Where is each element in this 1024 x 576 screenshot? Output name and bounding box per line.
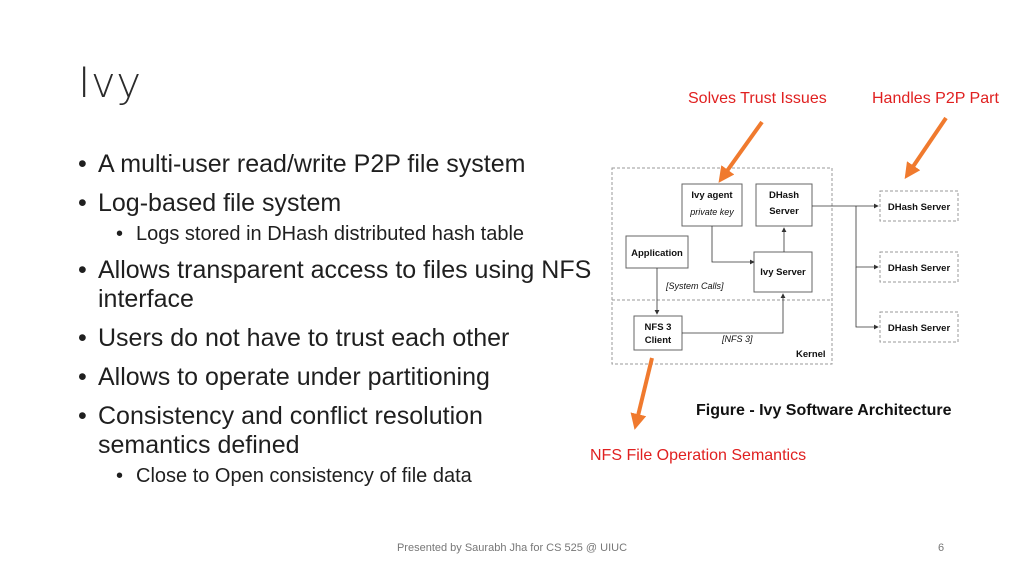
private-key-label: private key <box>689 207 734 217</box>
p2p-arrow <box>904 116 948 179</box>
ivy-agent-label: Ivy agent <box>691 190 733 201</box>
nfs-client-label-2: Client <box>645 335 672 346</box>
application-box <box>625 235 689 269</box>
bullet-list: A multi-user read/write P2P file system … <box>78 150 598 498</box>
nfs-client-box <box>633 315 683 351</box>
bullet-item: Consistency and conflict resolution sema… <box>78 402 598 460</box>
remote-dhash-box-3 <box>879 311 959 343</box>
bullet-item: Allows transparent access to files using… <box>78 256 598 314</box>
footer-text: Presented by Saurabh Jha for CS 525 @ UI… <box>396 542 628 554</box>
figure-caption: Figure - Ivy Software Architecture <box>696 402 952 419</box>
remote-dhash-box-2 <box>879 251 959 283</box>
ivy-server-box <box>753 251 813 293</box>
application-label: Application <box>631 248 683 259</box>
sub-bullet-item: Logs stored in DHash distributed hash ta… <box>78 222 598 246</box>
agent-to-server-connector <box>711 226 755 265</box>
ivy-agent-box <box>681 183 743 227</box>
nfs-to-server-connector <box>682 293 786 334</box>
bullet-item: Allows to operate under partitioning <box>78 363 598 392</box>
local-dhash-label-1: DHash <box>769 190 799 201</box>
remote-dhash-box-1 <box>879 190 959 222</box>
page-number: 6 <box>938 542 945 554</box>
remote-dhash-label-3: DHash Server <box>888 323 951 334</box>
sub-bullet-item: Close to Open consistency of file data <box>78 464 598 488</box>
dhash-link-2 <box>855 206 879 270</box>
nfs-arrow <box>630 357 654 430</box>
bullet-item: Users do not have to trust each other <box>78 324 598 353</box>
trust-arrow <box>718 120 764 183</box>
remote-dhash-label-2: DHash Server <box>888 263 951 274</box>
kernel-label: Kernel <box>796 349 826 360</box>
callout-trust: Solves Trust Issues <box>688 90 827 107</box>
callout-nfs: NFS File Operation Semantics <box>590 447 807 464</box>
local-dhash-box <box>755 183 813 227</box>
remote-dhash-label-1: DHash Server <box>888 202 951 213</box>
callout-p2p: Handles P2P Part <box>872 90 999 107</box>
bullet-item: A multi-user read/write P2P file system <box>78 150 598 179</box>
slide-title: Ivy <box>78 58 142 107</box>
ivy-server-label: Ivy Server <box>760 267 806 278</box>
dhash-link-3 <box>855 267 879 330</box>
system-calls-label: [System Calls] <box>665 281 724 291</box>
nfs-client-label-1: NFS 3 <box>645 322 672 333</box>
nfs3-label: [NFS 3] <box>721 334 753 344</box>
local-dhash-label-2: Server <box>769 206 799 217</box>
bullet-item: Log-based file system <box>78 189 598 218</box>
